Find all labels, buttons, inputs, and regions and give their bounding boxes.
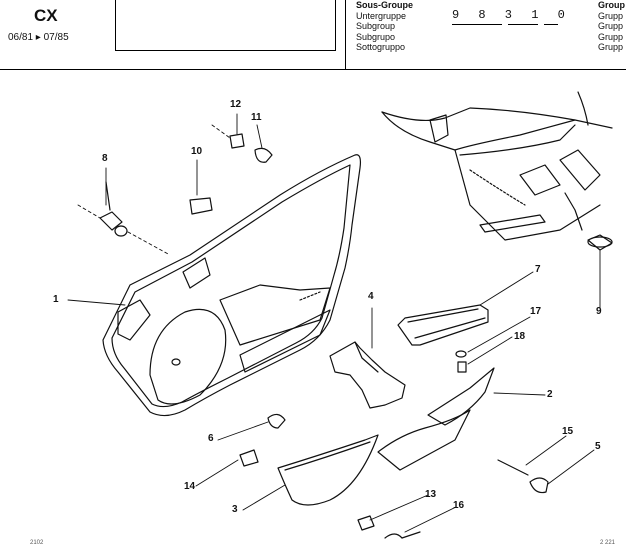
- header-rule: [0, 69, 626, 70]
- group-label-2: Grupp: [598, 21, 624, 31]
- exploded-parts-diagram: [67, 91, 613, 539]
- subgroup-label-es: Subgrupo: [356, 31, 396, 42]
- callout-18: 18: [514, 331, 526, 342]
- callout-7: 7: [535, 264, 541, 275]
- header-divider: [345, 0, 346, 69]
- callout-12: 12: [230, 99, 242, 110]
- group-label-3: Grupp: [598, 31, 624, 42]
- callout-5: 5: [595, 441, 601, 452]
- model-name: CX: [34, 6, 58, 25]
- subgroup-labels: Sous-Groupe Untergruppe Subgroup Subgrup…: [356, 0, 413, 53]
- callout-15: 15: [562, 426, 574, 437]
- callout-16: 16: [453, 500, 465, 511]
- page-header: CX 06/81 ▸ 07/85 Sous-Groupe Untergruppe…: [0, 0, 626, 70]
- code-underline-1: [452, 24, 502, 25]
- callout-3: 3: [232, 504, 238, 515]
- callout-6: 6: [208, 433, 214, 444]
- callout-17: 17: [530, 306, 542, 317]
- subgroup-label-de: Untergruppe: [356, 10, 407, 21]
- door-trim-panel: [102, 154, 362, 417]
- callout-10: 10: [191, 146, 203, 157]
- callout-9: 9: [596, 306, 602, 317]
- door-pocket: [277, 434, 379, 506]
- vehicle-door-context: [381, 91, 613, 251]
- footer-right: 2 221: [600, 540, 616, 546]
- callout-2: 2: [547, 389, 553, 400]
- callout-1: 1: [53, 294, 59, 305]
- callout-11: 11: [251, 112, 262, 123]
- code-underline-3: [544, 24, 558, 25]
- small-fasteners: [99, 133, 549, 539]
- speaker-grille: [377, 367, 495, 471]
- subgroup-label-it: Sottogruppo: [356, 42, 406, 52]
- subgroup-label-fr: Sous-Groupe: [356, 0, 414, 10]
- armrest: [397, 304, 489, 346]
- group-label-1: Grupp: [598, 10, 624, 21]
- group-labels-right: Group Grupp Grupp Grupp Grupp: [598, 0, 625, 53]
- group-label-4: Grupp: [598, 42, 624, 52]
- bracket: [329, 341, 406, 409]
- group-label-0: Group: [598, 0, 625, 10]
- callout-13: 13: [425, 489, 437, 500]
- callout-14: 14: [184, 481, 196, 492]
- callout-4: 4: [368, 291, 374, 302]
- subgroup-code: 9 8 3 1 0: [452, 8, 571, 22]
- code-underline-2: [508, 24, 538, 25]
- callout-8: 8: [102, 153, 108, 164]
- leader-lines: [67, 113, 601, 533]
- header-box: [115, 0, 336, 51]
- footer-left: 2102: [30, 540, 44, 546]
- subgroup-label-en: Subgroup: [356, 21, 396, 31]
- model-years: 06/81 ▸ 07/85: [8, 32, 69, 43]
